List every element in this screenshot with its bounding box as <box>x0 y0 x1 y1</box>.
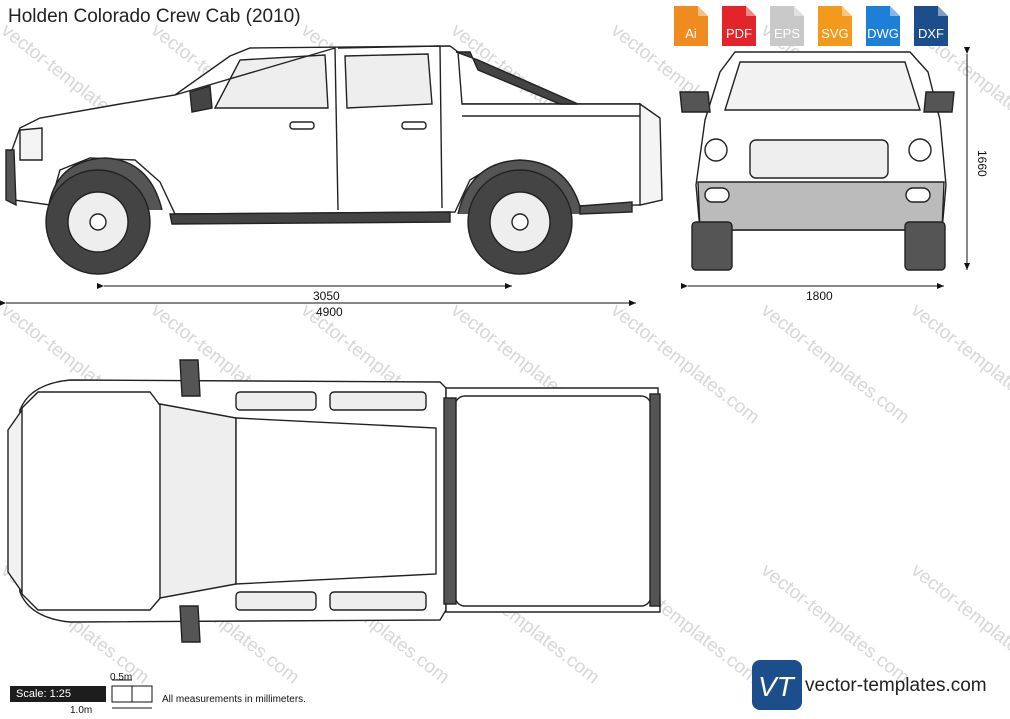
front-bumper <box>5 149 17 207</box>
page-title: Holden Colorado Crew Cab (2010) <box>8 6 301 27</box>
format-label: SVG <box>821 26 849 41</box>
measurement-note: All measurements in millimeters. <box>162 694 306 705</box>
scale-half-label: 0.5m <box>110 672 133 683</box>
front-view <box>679 51 955 271</box>
top-view <box>7 359 661 643</box>
rear-window <box>344 53 433 109</box>
front-left-tyre <box>691 221 733 271</box>
dxf-file-icon[interactable]: DXF <box>912 4 950 48</box>
scale-full-label: 1.0m <box>70 705 93 716</box>
side-step <box>169 211 451 225</box>
front-window <box>213 54 329 109</box>
windscreen <box>159 403 237 599</box>
format-label: PDF <box>726 26 752 41</box>
eps-file-icon[interactable]: EPS <box>768 4 806 48</box>
svg-text:VT: VT <box>758 671 796 702</box>
ai-file-icon[interactable]: Ai <box>672 4 710 48</box>
wheelbase-label: 3050 <box>313 289 340 303</box>
scale-bar <box>111 679 153 709</box>
height-label: 1660 <box>975 150 989 177</box>
side-dimension-lines <box>0 283 636 306</box>
roll-bar <box>455 51 579 105</box>
side-view <box>5 45 663 275</box>
pdf-file-icon[interactable]: PDF <box>720 4 758 48</box>
width-label: 1800 <box>806 289 833 303</box>
vt-logo-icon: VT <box>752 660 802 710</box>
rear-wheel <box>467 169 573 275</box>
format-label: DXF <box>918 26 944 41</box>
format-label: EPS <box>773 26 800 41</box>
front-right-tyre <box>904 221 946 271</box>
side-mirror <box>189 85 213 113</box>
format-label: DWG <box>867 26 899 41</box>
front-grille <box>749 139 889 179</box>
front-wheel <box>45 169 151 275</box>
brand-name[interactable]: vector-templates.com <box>805 675 987 696</box>
front-dimension-lines <box>681 47 970 289</box>
svg-file-icon[interactable]: SVG <box>816 4 854 48</box>
format-label: Ai <box>685 26 697 41</box>
scale-label: Scale: 1:25 <box>10 686 106 702</box>
dwg-file-icon[interactable]: DWG <box>864 4 902 48</box>
length-label: 4900 <box>316 305 343 319</box>
